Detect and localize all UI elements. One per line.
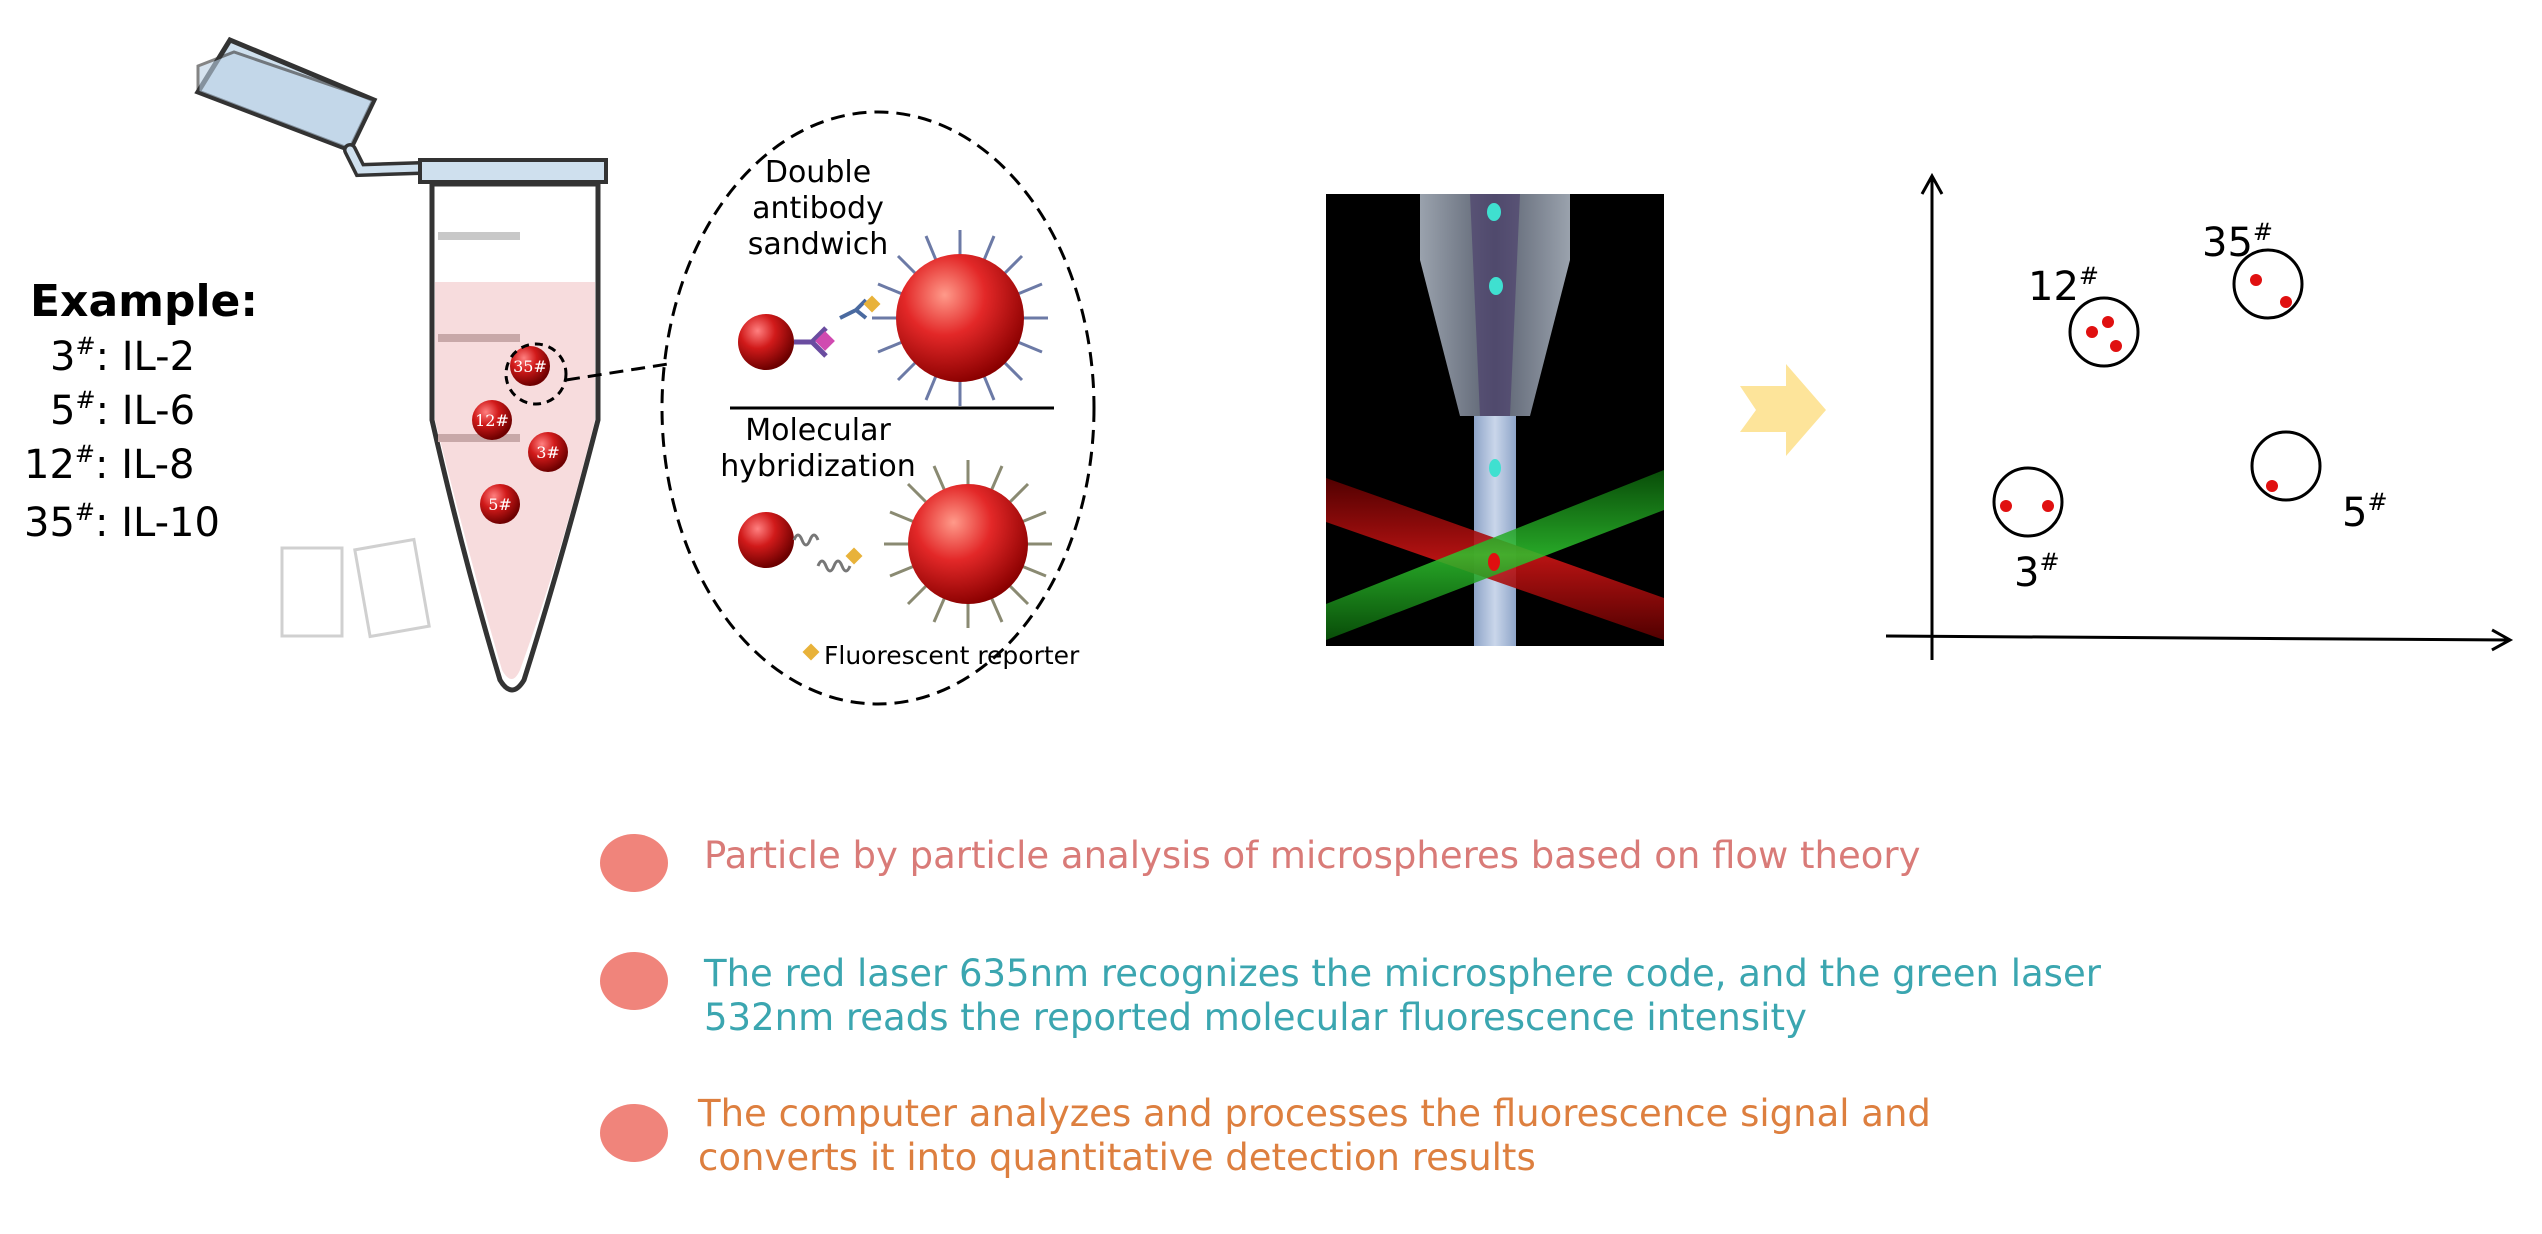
cluster-12: 12# (2028, 262, 2140, 368)
flow-cell-image (1326, 194, 1664, 646)
svg-text:3#: IL-2: 3#: IL-2 (50, 332, 195, 380)
bullet-dot (600, 834, 668, 892)
scatter-plot: 12# 35# 3# 5# (1885, 172, 2514, 660)
example-item: 12#: IL-8 (24, 440, 194, 488)
reporter-icon (802, 643, 820, 661)
process-arrow-icon (1740, 364, 1826, 456)
tube-body (429, 181, 601, 693)
example-item: 5#: IL-6 (50, 386, 195, 434)
cluster-5: 5# (2250, 430, 2388, 536)
large-microsphere (884, 460, 1052, 628)
example-item: 3#: IL-2 (50, 332, 195, 380)
double-antibody-label: sandwich (748, 227, 888, 262)
svg-text:3#: 3# (536, 443, 560, 462)
bullet-text: The red laser 635nm recognizes the micro… (704, 952, 2101, 1039)
svg-text:5#: 5# (488, 495, 512, 514)
double-antibody-label: antibody (752, 191, 884, 226)
bullet-item: The red laser 635nm recognizes the micro… (600, 952, 2101, 1040)
inset-ellipse (660, 110, 1096, 706)
reporter-label: Fluorescent reporter (824, 641, 1080, 670)
svg-text:5#: IL-6: 5#: IL-6 (50, 386, 195, 434)
svg-text:12#: IL-8: 12#: IL-8 (24, 440, 194, 488)
zoom-connector (565, 362, 669, 382)
bullet-text: The computer analyzes and processes the … (698, 1092, 1931, 1179)
cluster-3: 3# (1992, 466, 2064, 596)
cluster-35: 35# (2202, 218, 2304, 320)
small-microsphere (738, 512, 794, 568)
tube-liquid (435, 282, 595, 679)
example-title: Example: (30, 276, 258, 327)
bullet-item: The computer analyzes and processes the … (600, 1092, 1931, 1180)
hybridization-label: Molecular (745, 413, 891, 448)
bullet-text: Particle by particle analysis of microsp… (704, 834, 1921, 877)
svg-text:5#: 5# (2342, 488, 2388, 536)
svg-text:3#: 3# (2014, 548, 2060, 596)
bullet-item: Particle by particle analysis of microsp… (600, 834, 1921, 892)
sample-tube: 35# 12# 3# 5# (194, 36, 669, 693)
large-microsphere (872, 230, 1048, 406)
tube-lid (194, 36, 427, 178)
x-axis (1885, 628, 2514, 652)
detection-inset: Double antibody sandwich Molecular hybri… (660, 110, 1096, 706)
example-legend: Example: 3#: IL-2 5#: IL-6 12#: IL-8 35#… (24, 276, 258, 546)
tube-bead: 3# (528, 432, 568, 472)
tube-rim (418, 158, 608, 184)
tube-bead: 5# (480, 484, 520, 524)
svg-text:35#: IL-10: 35#: IL-10 (24, 498, 220, 546)
tube-bead: 12# (472, 400, 512, 440)
small-microsphere (738, 314, 794, 370)
bullet-dot (600, 1104, 668, 1162)
zoom-circle (504, 342, 568, 406)
hybridization-label: hybridization (720, 449, 915, 484)
svg-text:12#: 12# (475, 411, 509, 430)
svg-text:12#: 12# (2028, 262, 2099, 310)
double-antibody-label: Double (765, 155, 871, 190)
bullet-dot (600, 952, 668, 1010)
tube-bead: 35# (510, 346, 550, 386)
svg-text:35#: 35# (513, 357, 547, 376)
example-item: 35#: IL-10 (24, 498, 220, 546)
svg-text:35#: 35# (2202, 218, 2273, 266)
flow-channel (1474, 416, 1516, 646)
